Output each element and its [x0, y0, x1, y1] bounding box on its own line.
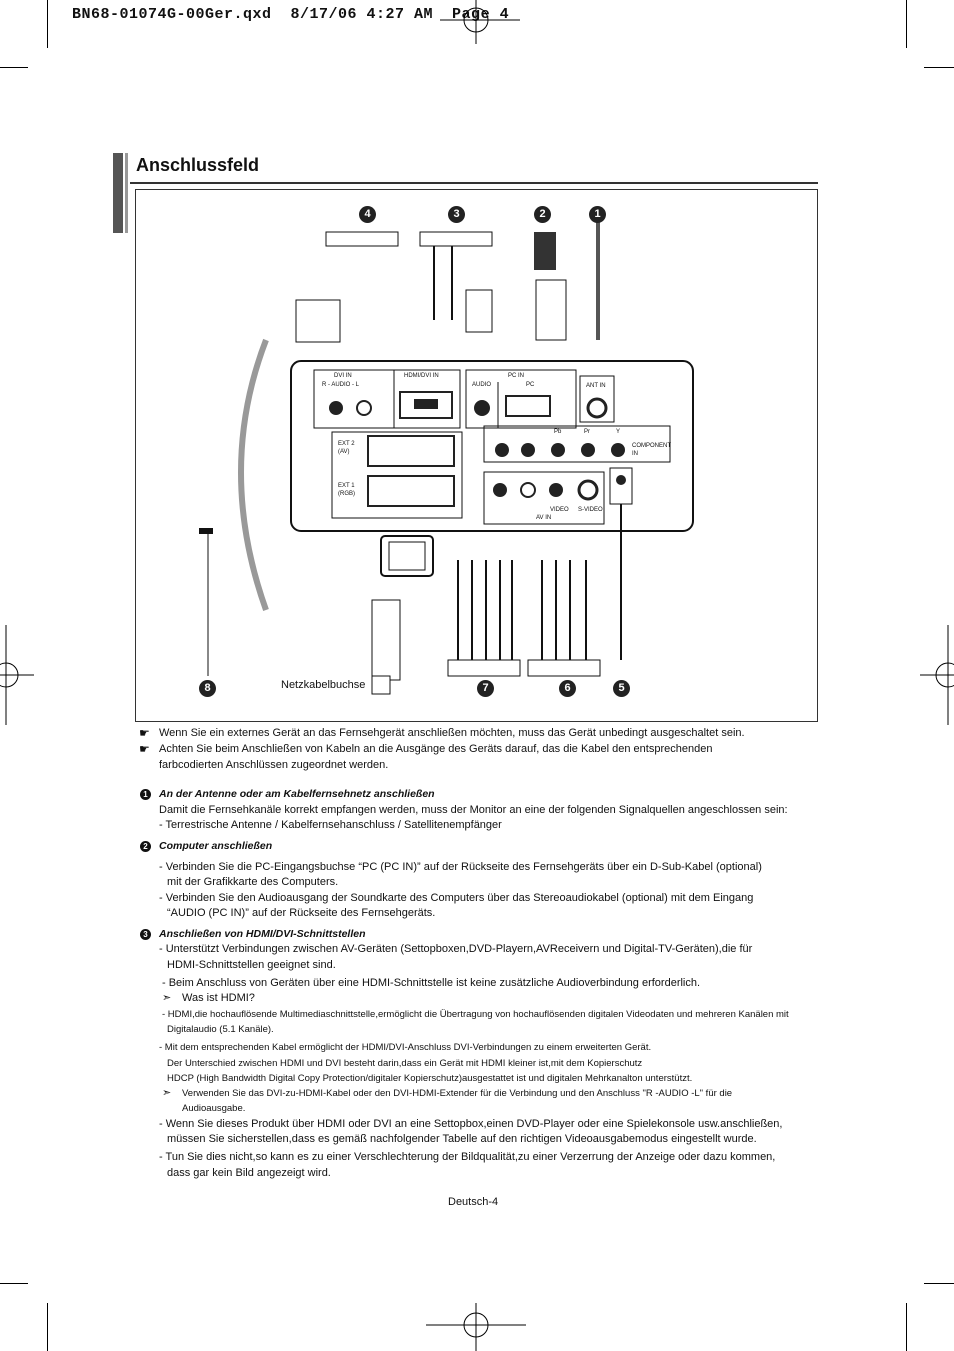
section-3-text: Digitalaudio (5.1 Kanäle). [167, 1024, 274, 1035]
crop-mark [47, 1303, 48, 1351]
badge-6: 6 [559, 680, 576, 697]
registration-mark [440, 0, 520, 44]
badge-4: 4 [359, 206, 376, 223]
section-2-text: - Verbinden Sie die PC-Eingangsbuchse “P… [159, 861, 762, 873]
section-number-2: 2 [140, 841, 151, 852]
section-3-text: - Beim Anschluss von Geräten über eine H… [162, 977, 701, 989]
section-3-text: HDCP (High Bandwidth Digital Copy Protec… [167, 1073, 693, 1084]
registration-mark [920, 625, 954, 725]
label-audio-lr: R - AUDIO - L [322, 382, 360, 388]
section-3-text: - Unterstützt Verbindungen zwischen AV-G… [159, 943, 753, 955]
title-accent-bar [113, 153, 123, 233]
section-1-text: Damit die Fernsehkanäle korrekt empfange… [159, 804, 788, 816]
crop-mark [924, 67, 954, 68]
section-1-text: - Terrestrische Antenne / Kabelfernsehan… [159, 819, 502, 831]
section-3-text: - HDMI,die hochauflösende Multimediaschn… [162, 1009, 789, 1020]
label-ant-in: ANT IN [586, 383, 606, 389]
label-av-in: AV IN [536, 515, 552, 521]
section-2-text: - Verbinden Sie den Audioausgang der Sou… [159, 892, 754, 904]
section-3-text: HDMI-Schnittstellen geeignet sind. [167, 959, 336, 971]
crop-mark [0, 67, 28, 68]
label-video: VIDEO [550, 507, 569, 513]
note-2: Achten Sie beim Anschließen von Kabeln a… [159, 743, 713, 755]
section-3-text: - Mit dem entsprechenden Kabel ermöglich… [159, 1042, 652, 1053]
arrow-icon: ➣ [162, 992, 172, 1004]
crop-mark [0, 1283, 28, 1284]
crop-mark [906, 1303, 907, 1351]
section-2-text: “AUDIO (PC IN)” auf der Rückseite des Fe… [167, 907, 436, 919]
hand-pointer-icon: ☛ [139, 742, 150, 756]
section-3-text: müssen Sie sicherstellen,dass es gemäß n… [167, 1133, 757, 1145]
section-title: Anschlussfeld [136, 155, 260, 175]
crop-mark [47, 0, 48, 48]
label-ext2: EXT 2 (AV) [338, 441, 355, 455]
badge-3: 3 [448, 206, 465, 223]
label-component-in: COMPONENT IN [632, 443, 671, 457]
hand-pointer-icon: ☛ [139, 726, 150, 740]
section-3-heading: Anschließen von HDMI/DVI-Schnittstellen [159, 928, 366, 940]
label-dvi-in: DVI IN [334, 373, 352, 379]
section-3-text: Audioausgabe. [182, 1103, 246, 1114]
section-3-text: Verwenden Sie das DVI-zu-HDMI-Kabel oder… [182, 1088, 733, 1099]
title-rule [130, 182, 818, 184]
section-3-text: dass gar kein Bild angezeigt wird. [167, 1167, 331, 1179]
section-3-subheading: Was ist HDMI? [182, 992, 255, 1004]
section-3-text: - Wenn Sie dieses Produkt über HDMI oder… [159, 1118, 783, 1130]
label-pr: Pr [584, 429, 590, 435]
badge-8: 8 [199, 680, 216, 697]
crop-mark [924, 1283, 954, 1284]
crop-mark [906, 0, 907, 48]
section-2-text: mit der Grafikkarte des Computers. [167, 876, 339, 888]
title-accent-bar [125, 153, 128, 233]
label-svideo: S-VIDEO [578, 507, 603, 513]
registration-mark [0, 625, 34, 725]
note-3: farbcodierten Anschlüssen zugeordnet wer… [159, 759, 389, 771]
section-3-text: Der Unterschied zwischen HDMI und DVI be… [167, 1058, 643, 1069]
badge-2: 2 [534, 206, 551, 223]
label-audio: AUDIO [472, 382, 492, 388]
badge-5: 5 [613, 680, 630, 697]
section-number-3: 3 [140, 929, 151, 940]
label-y: Y [616, 429, 621, 435]
label-ext1: EXT 1 (RGB) [338, 483, 355, 497]
section-3-text: - Tun Sie dies nicht,so kann es zu einer… [159, 1151, 776, 1163]
arrow-icon: ➣ [162, 1087, 172, 1099]
page-footer: Deutsch-4 [448, 1196, 499, 1208]
label-pb: Pb [554, 429, 562, 435]
section-2-heading: Computer anschließen [159, 840, 273, 852]
badge-1: 1 [589, 206, 606, 223]
registration-mark [426, 1303, 526, 1351]
label-pc: PC [526, 382, 535, 388]
section-1-heading: An der Antenne oder am Kabelfernsehnetz … [159, 788, 435, 800]
note-1: Wenn Sie ein externes Gerät an das Ferns… [159, 727, 745, 739]
section-number-1: 1 [140, 789, 151, 800]
print-header: BN68-01074G-00Ger.qxd 8/17/06 4:27 AM Pa… [72, 6, 510, 23]
power-socket-label: Netzkabelbuchse [281, 679, 366, 691]
label-hdmi-dvi-in: HDMI/DVI IN [404, 373, 439, 379]
connection-diagram: DVI IN R - AUDIO - L HDMI/DVI IN PC IN A… [135, 189, 818, 722]
badge-7: 7 [477, 680, 494, 697]
label-pc-in: PC IN [508, 373, 525, 379]
connection-panel-drawing [199, 220, 694, 695]
